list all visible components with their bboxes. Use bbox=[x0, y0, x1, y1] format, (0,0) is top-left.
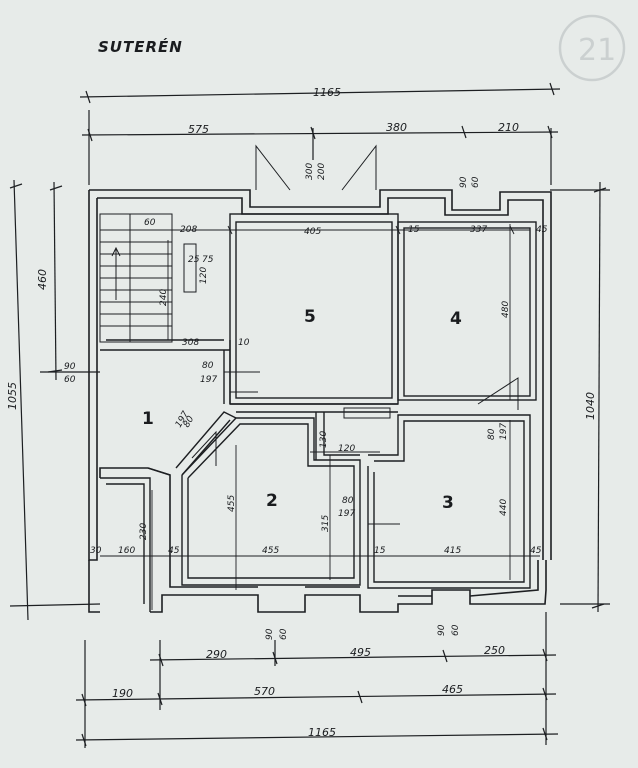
room-labels: 1 2 3 4 5 bbox=[142, 307, 462, 513]
dim-bottom-a: 190 bbox=[112, 687, 133, 700]
dim-wall-15-a: 15 bbox=[408, 225, 420, 235]
dim-stair-height: 240 bbox=[159, 289, 169, 306]
dim-bottom-total: 1165 bbox=[308, 726, 336, 739]
dim-door-top-b: 200 bbox=[317, 163, 327, 180]
dim-wall-10: 10 bbox=[238, 338, 250, 348]
dim-left-total: 1055 bbox=[6, 382, 19, 410]
dim-60: 60 bbox=[144, 218, 156, 228]
dim-mid-c: 250 bbox=[484, 644, 505, 657]
dim-bottom-c: 465 bbox=[442, 683, 463, 696]
dim-room3-height: 440 bbox=[499, 499, 509, 516]
dim-wall-30: 30 bbox=[90, 546, 102, 556]
dim-top-a: 575 bbox=[188, 123, 209, 136]
room-1-label: 1 bbox=[142, 409, 154, 429]
dim-room2-height: 455 bbox=[227, 495, 237, 512]
dim-75: 75 bbox=[202, 255, 214, 265]
dimension-labels: 1165 575 380 210 290 495 250 190 570 465… bbox=[6, 86, 597, 739]
outer-walls bbox=[88, 189, 552, 613]
dim-top-total: 1165 bbox=[313, 86, 341, 99]
dim-lower-left-w: 160 bbox=[118, 546, 135, 556]
room-4-label: 4 bbox=[450, 309, 462, 329]
dim-room4-width: 337 bbox=[470, 225, 487, 235]
dim-door3-b: 197 bbox=[499, 423, 509, 440]
dim-top-b: 380 bbox=[386, 121, 407, 134]
dim-stair-width: 308 bbox=[182, 338, 199, 348]
dim-door-b: 197 bbox=[200, 375, 217, 385]
dim-mid-a: 290 bbox=[206, 648, 227, 661]
dim-lower-left-h: 230 bbox=[139, 523, 149, 540]
room-2-label: 2 bbox=[266, 491, 278, 511]
dim-120b: 120 bbox=[199, 267, 209, 284]
dim-door-top-a: 300 bbox=[305, 163, 315, 180]
dim-wall-45-c: 45 bbox=[530, 546, 542, 556]
dim-right-total: 1040 bbox=[584, 392, 597, 420]
dim-win-top-b: 60 bbox=[471, 176, 481, 188]
dim-door-a: 80 bbox=[202, 361, 214, 371]
dim-208: 208 bbox=[180, 225, 197, 235]
top-dimension-lines bbox=[79, 82, 561, 185]
interior-walls bbox=[100, 213, 537, 612]
dim-315: 315 bbox=[321, 515, 331, 532]
dim-room4-height: 480 bbox=[501, 301, 511, 318]
dim-120: 120 bbox=[338, 444, 355, 454]
dim-bottom-b: 570 bbox=[254, 685, 275, 698]
dim-door2-a: 80 bbox=[342, 496, 354, 506]
dim-wall-45-b: 45 bbox=[168, 546, 180, 556]
dim-top-c: 210 bbox=[498, 121, 519, 134]
room-3-label: 3 bbox=[442, 493, 454, 513]
dim-room2-width: 455 bbox=[262, 546, 279, 556]
left-dimension-lines bbox=[9, 179, 101, 621]
bottom-dimension-lines bbox=[75, 612, 559, 748]
watermark-logo: 21 bbox=[558, 14, 626, 82]
dim-130: 130 bbox=[319, 431, 329, 448]
interior-dimension-lines bbox=[100, 224, 540, 610]
plan-title: SUTERÉN bbox=[98, 37, 183, 56]
dim-win-bot2-b: 60 bbox=[451, 624, 461, 636]
dim-door3-a: 80 bbox=[487, 428, 497, 440]
room-5-label: 5 bbox=[304, 307, 316, 327]
dim-wall-15-b: 15 bbox=[374, 546, 386, 556]
dim-win-bot-b: 60 bbox=[279, 628, 289, 640]
dim-room3-width: 415 bbox=[444, 546, 461, 556]
dim-mid-b: 495 bbox=[350, 646, 371, 659]
dim-room5-width: 405 bbox=[304, 227, 321, 237]
dim-wall-45-a: 45 bbox=[536, 225, 548, 235]
door-swings bbox=[191, 144, 519, 525]
dim-win-bot2-a: 90 bbox=[437, 624, 447, 636]
staircase bbox=[99, 213, 230, 343]
dim-door2-b: 197 bbox=[338, 509, 355, 519]
dim-left-win-a: 90 bbox=[64, 362, 76, 372]
dim-win-top-a: 90 bbox=[459, 176, 469, 188]
dim-left-upper: 460 bbox=[36, 269, 49, 290]
dim-25: 25 bbox=[188, 255, 200, 265]
watermark-text: 21 bbox=[578, 33, 616, 68]
dim-left-win-b: 60 bbox=[64, 375, 76, 385]
right-dimension-lines bbox=[550, 181, 610, 613]
dim-win-bot-a: 90 bbox=[265, 628, 275, 640]
